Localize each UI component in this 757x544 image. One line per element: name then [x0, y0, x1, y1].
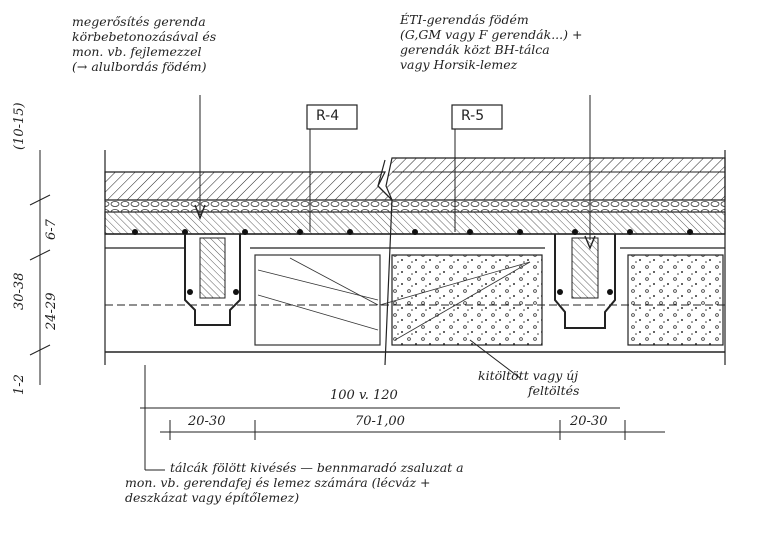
note-reinforcement: megerősítés gerenda körbebetonozásával é… — [72, 14, 216, 74]
insulation-layer — [104, 199, 726, 213]
tag-r5: R-5 — [461, 108, 485, 124]
leader-lines — [144, 95, 591, 471]
note-line: vagy Horsik-lemez — [400, 57, 518, 72]
note-line: körbebetonozásával és — [72, 29, 217, 44]
note-line: ÉTI-gerendás födém — [400, 12, 529, 27]
note-line: feltöltés — [528, 383, 580, 398]
cavity-left — [254, 254, 381, 346]
floor-finish-layer — [104, 157, 726, 201]
vdim-a: 1-2 — [12, 374, 27, 395]
ceiling-lines — [105, 247, 725, 353]
left-beam — [184, 234, 241, 326]
note-line: mon. vb. gerendafej és lemez számára (lé… — [125, 475, 431, 490]
arrow-marks — [194, 204, 596, 250]
note-line: (→ alulbordás födém) — [72, 59, 207, 74]
right-beam — [554, 234, 616, 329]
vdim-b: 30-38 — [12, 272, 27, 310]
vdim-c: 24-29 — [44, 292, 59, 330]
note-line: megerősítés gerenda — [72, 14, 206, 29]
note-line: (G,GM vagy F gerendák...) + — [400, 27, 583, 42]
section-tags — [306, 104, 503, 130]
dim-total: 100 v. 120 — [330, 388, 398, 403]
note-line: kitöltött vagy új — [478, 368, 579, 383]
dim-middle: 70-1,00 — [355, 414, 405, 429]
note-infill: kitöltött vagy új feltöltés — [478, 368, 579, 398]
dim-right: 20-30 — [570, 414, 608, 429]
note-bottom: tálcák fölött kivésés — bennmaradó zsalu… — [125, 460, 464, 505]
cavity-infill — [379, 254, 724, 346]
note-line: mon. vb. fejlemezzel — [72, 44, 202, 59]
dim-left: 20-30 — [188, 414, 226, 429]
vdim-d: 6-7 — [44, 219, 59, 240]
vdim-e: (10-15) — [12, 102, 27, 150]
tag-r4: R-4 — [316, 108, 340, 124]
note-line: gerendák közt BH-tálca — [400, 42, 550, 57]
break-lines — [104, 150, 726, 366]
note-line: deszkázat vagy építőlemez) — [125, 490, 300, 505]
note-line: tálcák fölött kivésés — bennmaradó zsalu… — [170, 460, 464, 475]
dimension-lines — [29, 150, 665, 440]
note-eti-floor: ÉTI-gerendás födém (G,GM vagy F gerendák… — [400, 12, 582, 72]
slab-rebars — [132, 229, 693, 235]
